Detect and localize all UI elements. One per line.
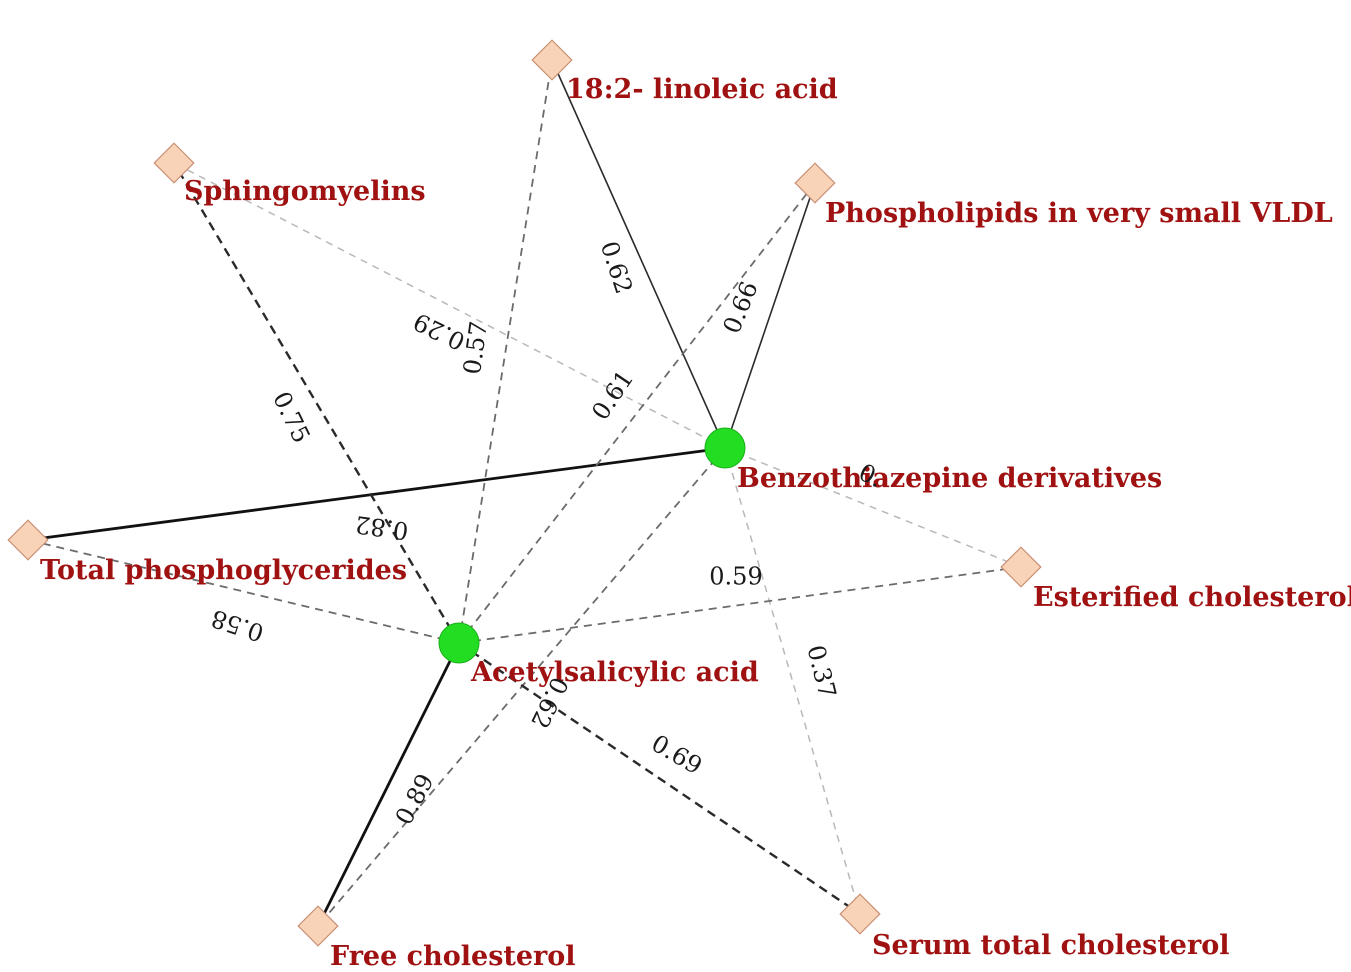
edge-weight-label: 0.37	[801, 642, 841, 701]
node-label-total_phosphoglycerides: Total phosphoglycerides	[40, 555, 407, 586]
edge-acetylsalicylic-free_cholesterol	[316, 642, 461, 927]
edge-weight-label: 0.59	[709, 563, 762, 591]
edge-acetylsalicylic-sphingomyelins	[172, 162, 461, 644]
edge-benzothiazepine-free_cholesterol	[317, 447, 726, 927]
node-label-acetylsalicylic: Acetylsalicylic acid	[470, 657, 759, 688]
edge-weight-label: 0.61	[586, 365, 639, 425]
metabolite-node-esterified_cholesterol	[1000, 546, 1042, 588]
node-label-phospholipids_vldl: Phospholipids in very small VLDL	[825, 198, 1333, 229]
edge-weight-label: 0.58	[208, 604, 267, 647]
edge-benzothiazepine-phospholipids_vldl	[724, 182, 816, 449]
edge-acetylsalicylic-serum_total_cholesterol	[458, 642, 861, 915]
node-label-esterified_cholesterol: Esterified cholesterol	[1033, 582, 1351, 613]
drug-node-benzothiazepine	[704, 427, 746, 469]
edge-weight-label: 0.75	[267, 387, 316, 447]
edge-weight-label: 0.57	[458, 319, 493, 376]
nodes-layer	[7, 39, 1042, 947]
metabolite-node-linoleic	[531, 39, 573, 81]
edge-acetylsalicylic-esterified_cholesterol	[458, 566, 1022, 644]
metabolite-node-sphingomyelins	[153, 142, 195, 184]
edge-acetylsalicylic-linoleic	[458, 59, 553, 644]
edge-weight-label: 0.66	[718, 277, 764, 337]
metabolite-node-serum_total_cholesterol	[839, 893, 881, 935]
edge-benzothiazepine-serum_total_cholesterol	[724, 447, 861, 915]
node-label-free_cholesterol: Free cholesterol	[330, 941, 576, 972]
node-label-sphingomyelins: Sphingomyelins	[184, 176, 426, 207]
edge-labels-layer: 0.620.660.820.290.0.370.890.750.570.610.…	[208, 238, 887, 830]
edge-acetylsalicylic-total_phosphoglycerides	[27, 539, 460, 644]
edge-weight-label: 0.62	[595, 238, 638, 297]
metabolite-node-total_phosphoglycerides	[7, 519, 49, 561]
edge-benzothiazepine-total_phosphoglycerides	[27, 446, 726, 542]
node-label-linoleic: 18:2- linoleic acid	[566, 74, 838, 105]
metabolite-node-phospholipids_vldl	[794, 162, 836, 204]
edge-weight-label: 0.69	[647, 729, 707, 780]
edge-weight-label: 0.82	[353, 510, 410, 545]
metabolite-node-free_cholesterol	[297, 905, 339, 947]
edge-weight-label: 0.89	[390, 769, 440, 829]
edge-benzothiazepine-linoleic	[551, 59, 726, 449]
node-label-benzothiazepine: Benzothiazepine derivatives	[737, 463, 1162, 494]
edges-layer	[27, 59, 1022, 927]
node-labels-layer: Benzothiazepine derivativesAcetylsalicyl…	[40, 74, 1351, 972]
edge-benzothiazepine-esterified_cholesterol	[724, 447, 1022, 568]
drug-node-acetylsalicylic	[438, 622, 480, 664]
node-label-serum_total_cholesterol: Serum total cholesterol	[872, 930, 1229, 961]
